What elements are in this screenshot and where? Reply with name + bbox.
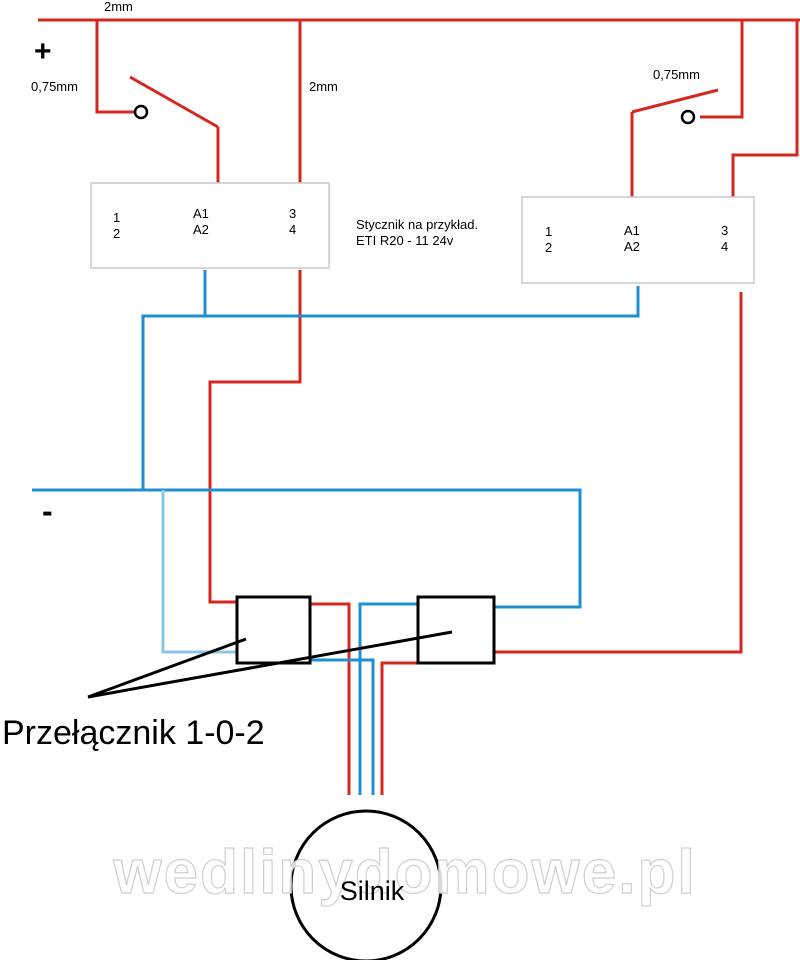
wire-size-right-switch-label: 0,75mm (653, 67, 700, 82)
right-feed-loop-wire (700, 20, 744, 119)
negative-bus (32, 488, 582, 609)
left-contactor-terminal-a1: A1 (193, 206, 209, 221)
left-contactor-terminal-a2: A2 (193, 222, 209, 237)
left-contactor-a2-wire (141, 270, 207, 490)
switch-to-motor-wire-c (358, 602, 418, 795)
switch-to-motor-wire-b (380, 661, 418, 795)
right-bus-down-wire (731, 18, 799, 197)
positive-wires (38, 18, 800, 795)
contactor-note-line-2: ETI R20 - 11 24v (356, 233, 454, 248)
left-switch-lever (129, 75, 219, 129)
switch-box-left (235, 595, 312, 665)
right-contactor-terminal-1: 1 (545, 224, 552, 239)
wire-size-top-label: 2mm (104, 0, 133, 14)
right-contactor-a2-wire (205, 286, 640, 318)
right-contactor-4-to-switch-wire (494, 292, 743, 654)
pointer-line-left (87, 637, 247, 699)
light-blue-wires (161, 490, 237, 654)
right-contactor-terminal-a2: A2 (624, 239, 640, 254)
switch-to-motor-wire-d (310, 658, 375, 795)
minus-to-switch-wire (161, 490, 237, 654)
left-contactor-terminal-1: 1 (113, 210, 120, 225)
left-contactor-terminal-4: 4 (289, 222, 296, 237)
contactor-note-line-1: Stycznik na przykład. (356, 217, 478, 232)
right-switch-lever (631, 88, 719, 114)
right-contactor-box (521, 196, 755, 284)
negative-wires (32, 270, 640, 795)
left-contactor-terminal-2: 2 (113, 226, 120, 241)
switch-to-motor-wire-a (310, 602, 351, 795)
plus-sign: + (34, 35, 52, 68)
right-contactor-terminal-4: 4 (721, 239, 728, 254)
motor-label: Silnik (340, 876, 405, 906)
left-contactor-terminal-3: 3 (289, 206, 296, 221)
switch-caption: Przełącznik 1-0-2 (2, 714, 265, 752)
wire-size-left-switch-label: 0,75mm (31, 79, 78, 94)
left-switch-feed-wire (95, 20, 135, 114)
motor-circle (289, 809, 443, 960)
right-contactor-terminal-a1: A1 (624, 223, 640, 238)
caption-pointers (87, 630, 453, 699)
switch-box-right (416, 595, 496, 665)
watermark: wedlinydomowe.pl (112, 838, 696, 907)
right-switch-contact-icon (680, 109, 696, 125)
right-contactor-terminal-2: 2 (545, 240, 552, 255)
minus-sign: - (42, 493, 53, 529)
right-contactor-terminal-3: 3 (721, 223, 728, 238)
left-switch-contact-icon (133, 104, 149, 120)
wire-size-mid-label: 2mm (309, 79, 338, 94)
left-contactor-box (90, 182, 330, 269)
pointer-line-right (87, 630, 453, 699)
left-contactor-4-to-switch-wire (208, 270, 302, 604)
